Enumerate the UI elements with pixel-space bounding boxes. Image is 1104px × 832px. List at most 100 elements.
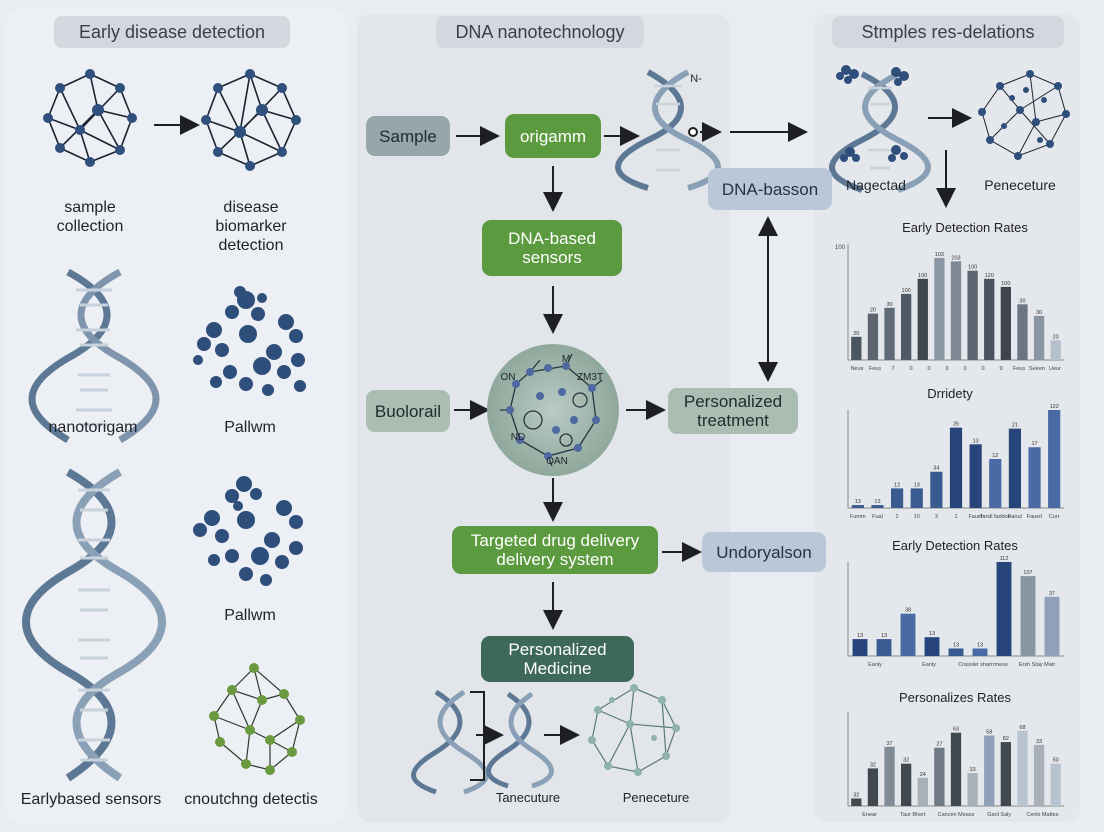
box-origamm: origamm	[505, 114, 601, 158]
chart-1-data-label: 100	[918, 273, 927, 279]
label-nanotorigam: nanotorigam	[48, 419, 138, 436]
chart-4-data-label: 32	[903, 758, 909, 764]
box-dna-based-sensors: DNA-based sensors	[482, 220, 622, 276]
chart-4-tick-label: Cancen Meass	[938, 812, 975, 818]
box-buolorail: Buolorail	[366, 390, 450, 432]
chart-2-tick-label: 2	[896, 514, 899, 520]
chart-3-tick-label: Eanly	[868, 662, 882, 668]
label-pallwm-2: Pallwm	[224, 607, 276, 624]
chart-4-bar	[1033, 744, 1045, 806]
chart-2-tick-label: 1	[954, 514, 957, 520]
chart-3-data-label: 38	[905, 608, 911, 614]
chart-4-data-label: 58	[986, 730, 992, 736]
chart-2-tick-label: 3	[935, 514, 938, 520]
chart-1-tick-label: 0	[927, 366, 930, 372]
chart-1-bar	[901, 293, 912, 360]
chart-1-data-label: 120	[985, 273, 994, 279]
chart-2-bar	[910, 488, 923, 508]
chart-2-bar	[871, 505, 884, 508]
chart-2-bar	[851, 505, 864, 508]
ring-label-leftlow: ND	[510, 432, 526, 443]
chart-2-data-label: 12	[992, 453, 998, 459]
chart-1-data-label: 20	[870, 308, 876, 314]
chart-3-tick-label: Eanly	[922, 662, 936, 668]
chart-1-data-label: 100	[1001, 281, 1010, 287]
chart-3-tick-label: Crassler sharrrmess	[958, 662, 1008, 668]
chart-3-data-label: 13	[881, 633, 887, 639]
chart-2-data-label: 122	[1050, 404, 1059, 410]
box-sample: Sample	[366, 116, 450, 156]
small-clusters-right	[836, 65, 909, 162]
chart-3-bar	[852, 639, 868, 656]
chart-1-title: Early Detection Rates	[902, 220, 1028, 235]
chart-3-bar	[876, 639, 892, 656]
dna-helix-mid-bottom-1	[411, 689, 489, 795]
chart-2-data-label: 26	[953, 422, 959, 428]
chart-2-data-label: 21	[1012, 423, 1018, 429]
chart-4-tick-label: Taur Bhert	[900, 812, 926, 818]
label-peneceture-mid: Peneceture	[622, 790, 690, 805]
chart-1-data-label: 100	[902, 288, 911, 294]
chart-1-tick-label: 0	[945, 366, 948, 372]
chart-2-bar	[989, 459, 1002, 508]
chart-4-bar	[967, 773, 978, 806]
chart-1-tick-label: 7	[891, 366, 894, 372]
chart-4-title: Personalizes Rates	[899, 690, 1011, 705]
chart-1-data-label: 100	[968, 265, 977, 271]
chart-1-tick-label: Seeen	[1029, 366, 1045, 372]
chart-2-data-label: 17	[1031, 441, 1037, 447]
chart-2-tick-label: Fauer	[968, 514, 983, 520]
chart-3-tick-label: Ersh Stay Matr	[1019, 662, 1056, 668]
chart-1-ytick: 100	[835, 245, 846, 251]
chart-2-data-label: 13	[973, 438, 979, 444]
label-dna-sign: N-	[690, 73, 702, 85]
chart-1-bar	[1033, 315, 1045, 360]
chart-1-bar	[984, 278, 995, 360]
chart-1-tick-label: Feus	[869, 366, 881, 372]
chart-1-tick-label: 9	[999, 366, 1002, 372]
chart-4-data-label: 32	[870, 762, 876, 768]
chart-1-bar	[934, 257, 945, 360]
chart-2-data-label: 13	[874, 499, 880, 505]
chart-3-data-label: 37	[1049, 591, 1055, 597]
ring-label-left: ON	[500, 372, 516, 383]
chart-4-bar	[1050, 763, 1061, 806]
chart-4-bar	[1000, 742, 1011, 806]
chart-2-data-label: 34	[933, 466, 939, 472]
chart-2-bar	[930, 471, 943, 508]
chart-2-tick-label: 10	[914, 514, 920, 520]
chart-4-data-label: 68	[1019, 725, 1025, 731]
chart-4-bar	[950, 732, 962, 806]
chart-4-tick-label: Enear	[862, 812, 877, 818]
dna-helix-left-long	[22, 468, 166, 782]
green-network	[213, 667, 301, 771]
chart-4-bar	[867, 768, 879, 806]
chart-4-bar	[901, 763, 912, 806]
chart-3-bar	[924, 637, 940, 656]
chart-1-data-label: 30	[1019, 298, 1025, 304]
chart-2-tick-label: Tarsll faddon	[980, 514, 1011, 520]
right-panel	[814, 14, 1080, 822]
chart-2-tick-label: Curr	[1049, 514, 1060, 520]
chart-1-tick-label: Feus	[1013, 366, 1025, 372]
chart-1-tick-label: 0	[981, 366, 984, 372]
chart-2-tick-label: Fual	[872, 514, 883, 520]
chart-1: 100202030100100103203100120100303020Neus…	[835, 244, 1064, 372]
chart-1-tick-label: Neus	[851, 366, 864, 372]
header-early-disease-detection: Early disease detection	[54, 16, 290, 48]
chart-1-bar	[851, 336, 862, 360]
label-disease-biomarker-detection: disease biomarker detection	[215, 199, 287, 254]
chart-1-tick-label: 0	[963, 366, 966, 372]
chart-1-data-label: 20	[1053, 334, 1059, 340]
chart-1-tick-label: 0	[909, 366, 912, 372]
chart-3-data-label: 13	[953, 642, 959, 648]
chart-3-data-label: 13	[977, 642, 983, 648]
chart-1-bar	[1050, 340, 1061, 360]
molecule-polyhedron-left-nodes	[43, 69, 137, 167]
chart-3-bar	[1044, 596, 1060, 656]
chart-4-data-label: 27	[936, 742, 942, 748]
dna-helix-mid-bottom-2	[486, 691, 554, 789]
chart-4-bar	[884, 746, 895, 806]
